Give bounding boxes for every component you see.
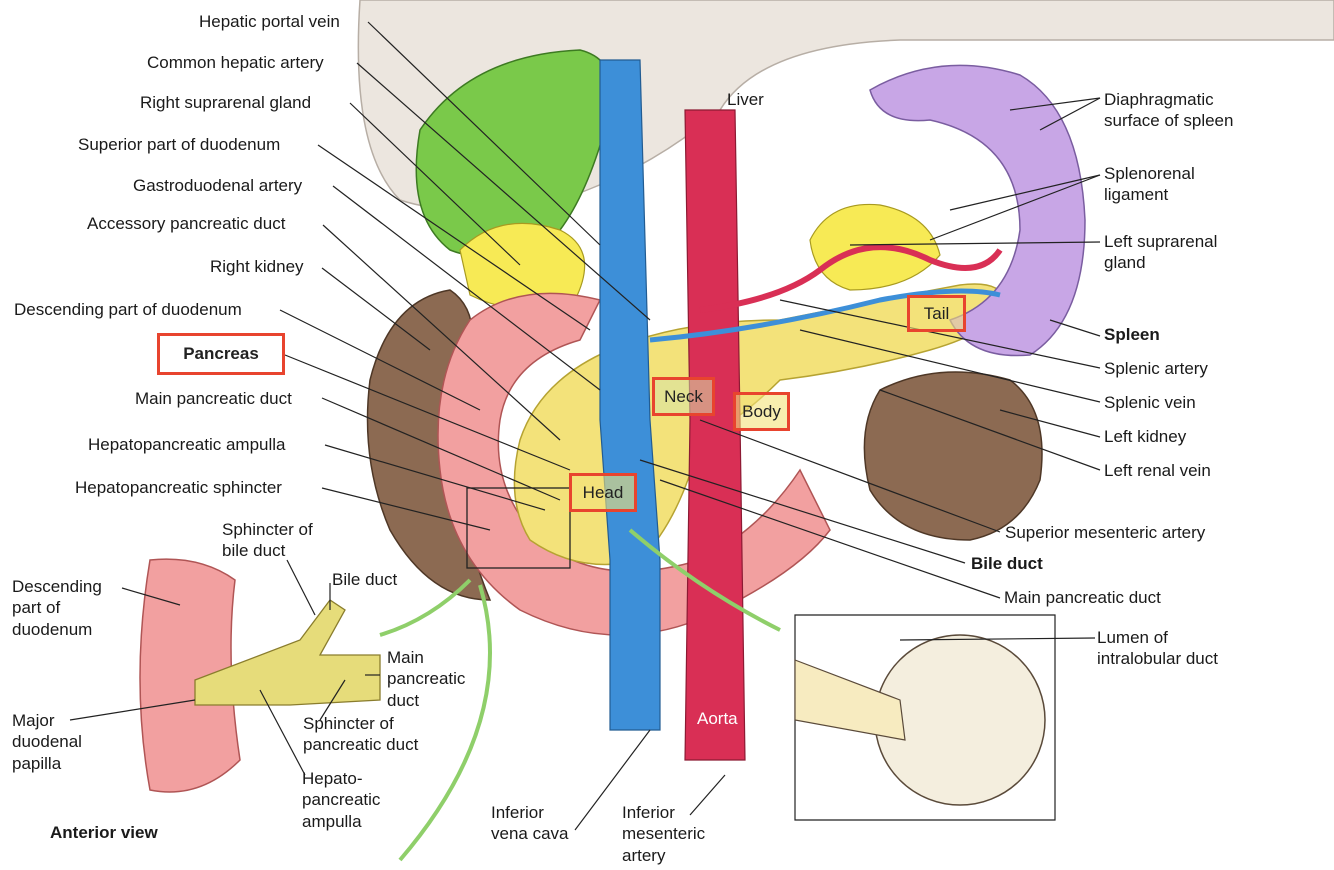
label-hepatic-portal-vein: Hepatic portal vein: [199, 12, 340, 31]
label-descending-part-duodenum: Descending part of duodenum: [14, 300, 242, 319]
label-diaphragmatic-surface: Diaphragmatic surface of spleen: [1104, 90, 1234, 131]
label-inferior-vena-cava: Inferior vena cava: [491, 803, 569, 844]
vena-cava-shape: [599, 59, 661, 731]
label-hepatopancreatic-sphincter: Hepatopancreatic sphincter: [75, 478, 282, 497]
gallbladder-shape: [415, 49, 613, 258]
label-head-box: Head: [569, 473, 637, 512]
label-splenorenal-ligament: Splenorenal ligament: [1104, 164, 1195, 205]
label-left-kidney: Left kidney: [1104, 427, 1187, 446]
label-liver: Liver: [727, 90, 764, 109]
inset-ducts-shape: [194, 599, 381, 706]
label-body-box: Body: [733, 392, 790, 431]
label-major-duodenal-papilla: Major duodenal papilla: [12, 711, 82, 773]
label-superior-mesenteric-artery: Superior mesenteric artery: [1005, 523, 1206, 542]
green-arrow-left: [379, 578, 472, 637]
label-bile-duct: Bile duct: [971, 554, 1043, 573]
label-spleen: Spleen: [1104, 325, 1160, 344]
label-descending-part-inset: Descending part of duodenum: [12, 577, 102, 639]
label-gastroduodenal-artery: Gastroduodenal artery: [133, 176, 303, 195]
label-bile-duct-inset: Bile duct: [332, 570, 398, 589]
label-splenic-vein: Splenic vein: [1104, 393, 1196, 412]
label-right-suprarenal-gland: Right suprarenal gland: [140, 93, 312, 112]
label-pancreas-box: Pancreas: [157, 333, 285, 375]
label-sphincter-pancreatic-duct: Sphincter of pancreatic duct: [303, 714, 419, 755]
label-left-suprarenal-gland: Left suprarenal gland: [1104, 232, 1218, 273]
spleen-shape: [869, 64, 1086, 357]
ampulla-detail-box: [466, 487, 571, 569]
label-hepatopancreatic-ampulla: Hepatopancreatic ampulla: [88, 435, 286, 454]
label-aorta: Aorta: [697, 709, 738, 728]
label-inferior-mesenteric-artery: Inferior mesenteric artery: [622, 803, 706, 865]
label-splenic-artery: Splenic artery: [1104, 359, 1208, 378]
label-main-pancreatic-duct-right: Main pancreatic duct: [1004, 588, 1161, 607]
label-anterior-view: Anterior view: [50, 823, 158, 842]
label-hepato-pancreatic-ampulla: Hepato- pancreatic ampulla: [302, 769, 381, 831]
intralobular-duct-shape: [794, 659, 906, 741]
label-tail-box: Tail: [907, 295, 966, 332]
green-arrow-right: [628, 528, 781, 632]
label-right-kidney: Right kidney: [210, 257, 304, 276]
inset-duodenum-shape: [139, 558, 241, 793]
label-accessory-pancreatic-duct: Accessory pancreatic duct: [87, 214, 286, 233]
aorta-shape: [684, 109, 746, 761]
label-lumen-intralobular-duct: Lumen of intralobular duct: [1097, 628, 1218, 669]
splenic-vein-shape: [649, 288, 1001, 343]
label-common-hepatic-artery: Common hepatic artery: [147, 53, 324, 72]
label-sphincter-bile-duct: Sphincter of bile duct: [222, 520, 313, 561]
label-main-pancreatic-duct-inset: Main pancreatic duct: [387, 648, 466, 710]
splenic-artery-shape: [699, 244, 1003, 313]
label-superior-part-duodenum: Superior part of duodenum: [78, 135, 281, 154]
label-left-renal-vein: Left renal vein: [1104, 461, 1211, 480]
label-neck-box: Neck: [652, 377, 715, 416]
leader-lines: [69, 21, 1101, 831]
label-main-pancreatic-duct-left: Main pancreatic duct: [135, 389, 292, 408]
green-arrow-down: [398, 584, 492, 862]
